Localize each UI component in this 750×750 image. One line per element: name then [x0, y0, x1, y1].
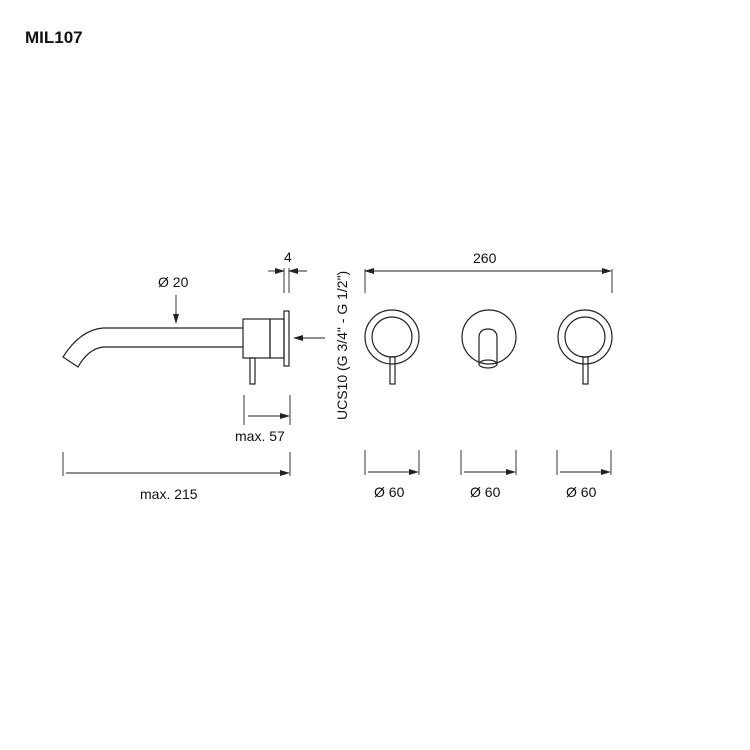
spout-diameter-label: Ø 20: [158, 274, 189, 290]
connection-label: UCS10 (G 3/4" - G 1/2"): [334, 271, 350, 420]
lever: [249, 357, 256, 385]
right-handle-diameter-label: Ø 60: [566, 484, 597, 500]
left-handle-diameter-label: Ø 60: [374, 484, 405, 500]
flange-thickness-label: 4: [284, 249, 292, 265]
front-view: 260 Ø 60 Ø 60 Ø 60: [364, 250, 613, 500]
side-view: Ø 20 4 UCS10 (G 3/4" - G 1/2") max. 57 m…: [62, 249, 350, 502]
right-handle: [557, 309, 613, 385]
body: [242, 318, 271, 359]
spacing-label: 260: [473, 250, 497, 266]
body-depth-label: max. 57: [235, 428, 285, 444]
spout: [62, 327, 243, 368]
left-handle: [364, 309, 420, 385]
spout-length-label: max. 215: [140, 486, 198, 502]
wall-flange: [283, 310, 290, 367]
spout-plate-diameter-label: Ø 60: [470, 484, 501, 500]
body-ring: [269, 318, 285, 359]
spout-plate: [461, 309, 517, 369]
product-code: MIL107: [25, 28, 83, 47]
